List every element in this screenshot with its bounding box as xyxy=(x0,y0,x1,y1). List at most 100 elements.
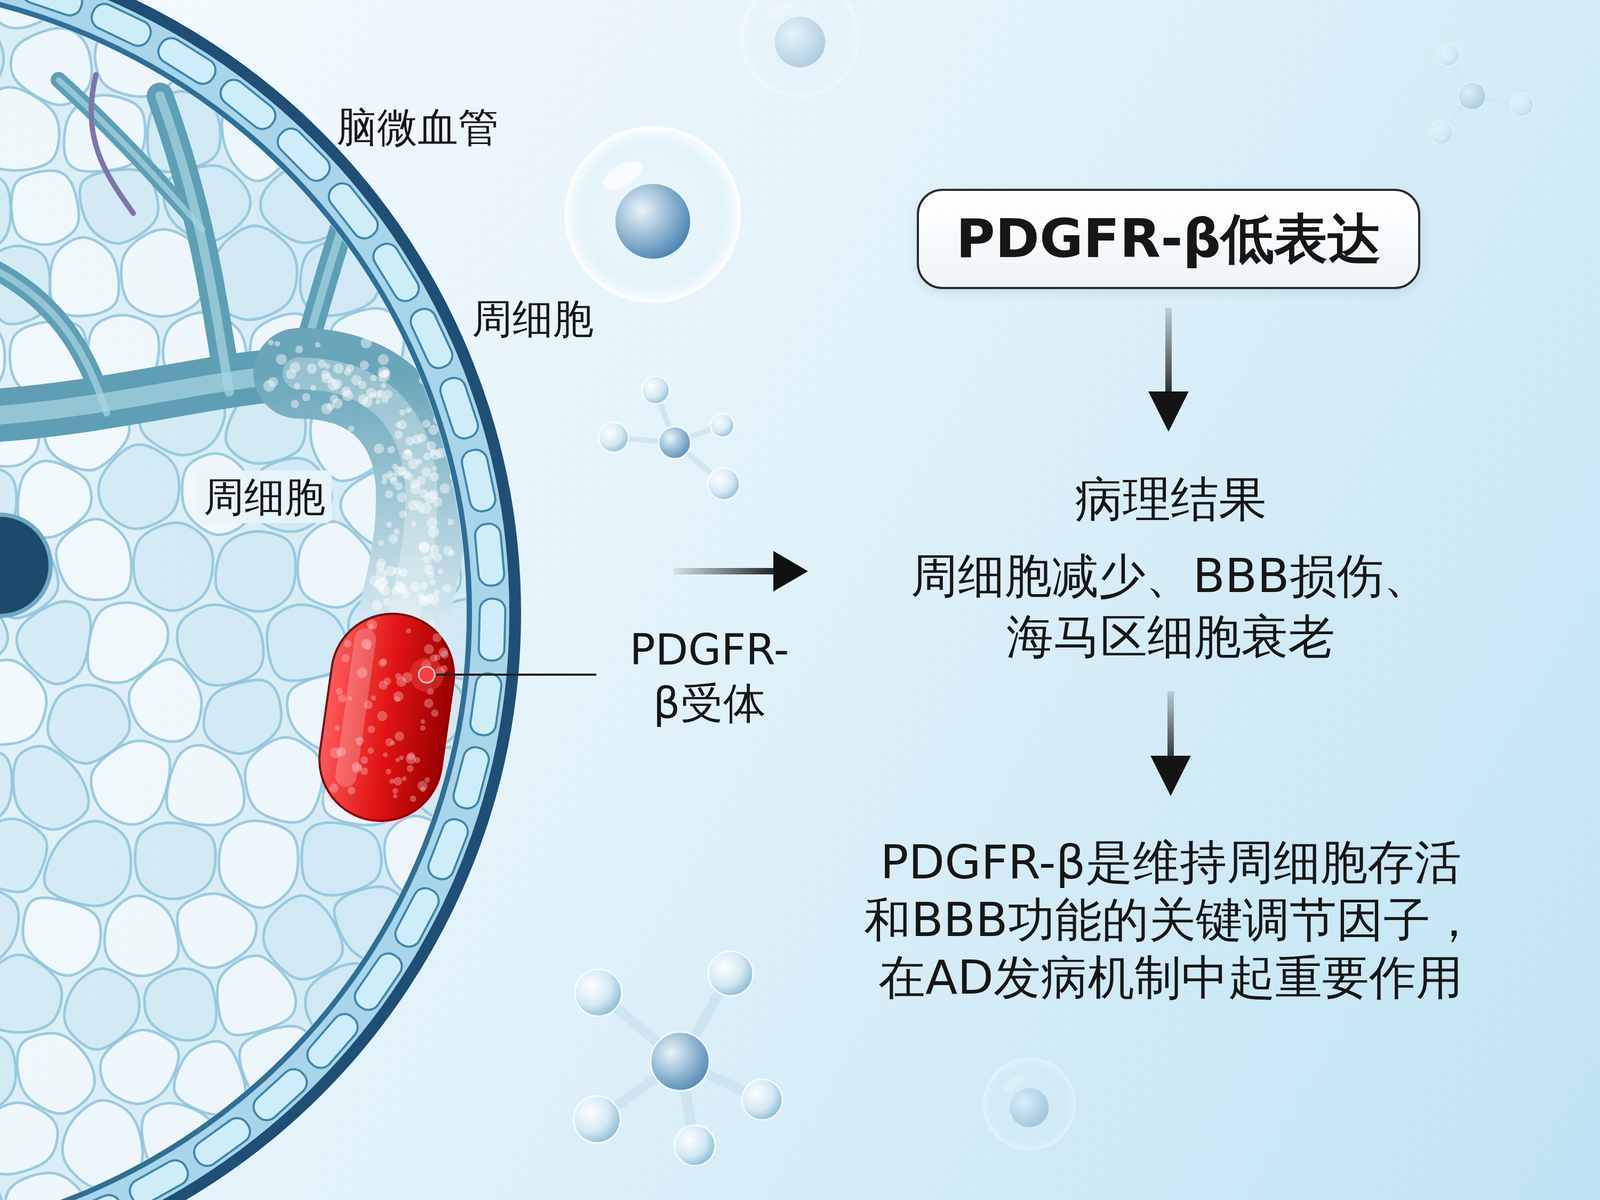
pericyte-cell xyxy=(478,598,506,661)
capsule-texture xyxy=(430,708,440,718)
arrow-head xyxy=(773,550,808,592)
capsule-texture xyxy=(379,658,388,666)
tube-texture xyxy=(357,394,369,405)
tissue-cell xyxy=(13,746,89,830)
molecule-atom xyxy=(707,467,740,500)
pericyte-cell xyxy=(125,1156,193,1200)
tube-texture xyxy=(290,400,299,408)
pericyte-cell xyxy=(406,305,456,372)
capsule-texture xyxy=(424,777,431,784)
tube-texture xyxy=(380,382,387,389)
node-title: PDGFR-β低表达 xyxy=(956,206,1382,271)
tissue-cell xyxy=(104,896,179,976)
bubble-shell xyxy=(741,0,859,96)
capsule-texture xyxy=(367,724,376,734)
tissue-cell xyxy=(217,955,296,1036)
molecule-core xyxy=(1458,82,1486,110)
tube-texture xyxy=(414,500,424,509)
tube-texture xyxy=(351,374,362,386)
tube-texture xyxy=(445,438,454,447)
tube-texture xyxy=(402,449,413,461)
pericyte-cell xyxy=(324,178,383,244)
tube-texture xyxy=(398,568,408,578)
tube-texture xyxy=(410,521,417,527)
tube-texture xyxy=(341,386,351,397)
tissue-cell xyxy=(0,818,47,892)
tube-texture xyxy=(410,478,420,489)
tube-texture xyxy=(360,337,372,349)
tube-texture xyxy=(317,359,327,368)
tube-texture xyxy=(388,534,398,544)
tube-texture xyxy=(378,540,384,547)
tube-texture xyxy=(394,430,404,439)
capsule-texture xyxy=(388,778,395,784)
bubble xyxy=(741,0,859,96)
capsule-texture xyxy=(335,687,344,696)
tissue-cell xyxy=(0,659,47,745)
tube-texture xyxy=(410,581,421,592)
tube-texture xyxy=(432,497,443,507)
tube-texture xyxy=(430,449,442,460)
capsule-texture xyxy=(343,639,353,649)
capsule-texture xyxy=(393,776,403,787)
molecule-atom xyxy=(598,422,629,453)
tube-texture xyxy=(422,555,430,564)
tube-texture xyxy=(418,541,430,554)
tube-texture xyxy=(450,438,459,447)
capsule-texture xyxy=(340,653,351,663)
bubble xyxy=(984,1058,1075,1150)
tube-texture xyxy=(267,339,274,346)
tube-texture xyxy=(376,584,385,592)
tube-texture xyxy=(420,582,429,590)
tube-texture xyxy=(301,393,310,402)
connector-group xyxy=(1168,307,1171,772)
tube-texture xyxy=(274,340,280,347)
capillary-thin xyxy=(91,74,134,214)
capsule-texture xyxy=(346,786,356,796)
tube-texture xyxy=(386,521,392,528)
molecule-atom xyxy=(741,1079,783,1120)
tube-texture xyxy=(359,360,369,370)
capsule-texture xyxy=(394,731,405,742)
tube-texture xyxy=(370,374,377,382)
tissue-cell xyxy=(0,1102,58,1175)
capsule-texture xyxy=(398,755,405,761)
capsule-texture xyxy=(393,696,400,703)
capsule-texture xyxy=(328,782,340,794)
molecule-core xyxy=(658,426,691,459)
tube-texture xyxy=(368,392,376,399)
tube-texture xyxy=(399,409,406,416)
capsule-texture xyxy=(320,790,331,802)
pericyte-cell xyxy=(425,816,472,884)
capsule-texture xyxy=(382,752,388,758)
tube-texture xyxy=(384,490,394,499)
capsule-body xyxy=(311,605,462,829)
molecule xyxy=(598,376,740,500)
capsule-texture xyxy=(360,755,369,765)
tube-texture xyxy=(439,483,450,494)
pericyte-cell xyxy=(302,1009,363,1073)
molecule-atom xyxy=(574,969,622,1016)
tube-texture xyxy=(386,470,393,477)
tissue-cell xyxy=(220,1124,473,1200)
bubble-highlight xyxy=(598,155,647,196)
receptor-dot xyxy=(418,666,435,683)
tube-texture xyxy=(293,382,300,390)
capsule-texture xyxy=(423,698,435,709)
pericyte-cell xyxy=(189,1113,255,1171)
tissue-cell xyxy=(91,740,171,825)
tissue-cell xyxy=(0,954,62,1033)
tube-texture xyxy=(424,564,435,575)
capsule-texture xyxy=(384,737,394,747)
molecule-atom xyxy=(641,376,670,404)
tube-texture xyxy=(428,578,436,586)
pericyte-cell xyxy=(216,75,281,134)
tube-texture xyxy=(424,593,435,604)
tissue-cell xyxy=(56,518,132,600)
node-title: PDGFR-β是维持周细胞存活 和BBB功能的关键调节因子， 在AD发病机制中起… xyxy=(797,833,1544,1007)
part-label: 周细胞 xyxy=(472,293,594,344)
tube-texture xyxy=(346,364,355,373)
bubble-core xyxy=(1009,1088,1049,1127)
